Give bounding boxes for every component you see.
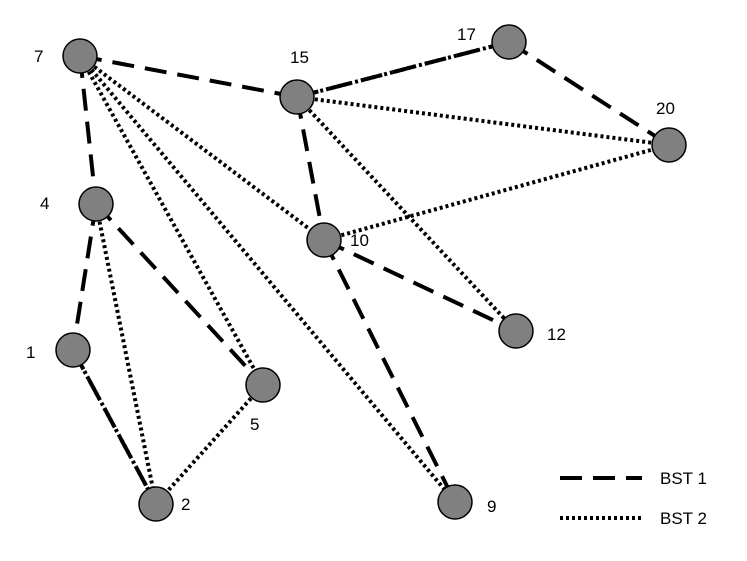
bst1-edges [71, 40, 671, 505]
node-label-7: 7 [34, 47, 43, 66]
bst2-edge-15-12 [295, 95, 518, 333]
node-7 [62, 38, 98, 74]
node-17 [491, 24, 527, 60]
legend-bst2-label: BST 2 [660, 509, 707, 528]
legend-bst1-label: BST 1 [660, 469, 707, 488]
node-5 [245, 367, 281, 403]
bst1-edge-7-4 [78, 55, 98, 205]
node-label-10: 10 [350, 231, 369, 250]
node-label-5: 5 [250, 415, 259, 434]
bst1-edge-10-12 [323, 238, 517, 333]
node-label-20: 20 [656, 99, 675, 118]
node-label-12: 12 [547, 325, 566, 344]
node-15 [279, 79, 315, 115]
node-label-4: 4 [40, 194, 49, 213]
bst1-edge-10-9 [322, 239, 457, 503]
bst1-edge-4-5 [94, 202, 265, 387]
bst2-edge-4-2 [94, 203, 158, 505]
bst2-edge-5-2 [154, 383, 265, 506]
node-12 [498, 313, 534, 349]
node-label-1: 1 [26, 343, 35, 362]
bst2-edges [71, 40, 670, 506]
node-label-17: 17 [457, 25, 476, 44]
node-label-2: 2 [181, 495, 190, 514]
node-20 [651, 127, 687, 163]
bst2-edge-15-20 [296, 95, 670, 147]
node-10 [306, 222, 342, 258]
bst2-edge-7-10 [78, 54, 326, 242]
node-9 [437, 484, 473, 520]
node-4 [78, 186, 114, 222]
node-label-9: 9 [487, 497, 496, 516]
bst1-edge-15-10 [295, 96, 326, 241]
bst2-edge-7-5 [78, 55, 265, 386]
bst2-edge-7-9 [78, 54, 457, 504]
node-label-15: 15 [290, 48, 309, 67]
bst2-edge-15-17 [296, 40, 510, 99]
node-1 [55, 332, 91, 368]
bst1-edge-7-15 [79, 54, 298, 99]
bst2-edge-1-2 [71, 349, 158, 505]
bst2-edge-10-20 [323, 143, 670, 242]
legend: BST 1 BST 2 [560, 469, 707, 528]
bst1-edge-4-1 [71, 203, 98, 351]
bst1-edge-17-20 [507, 40, 671, 147]
node-2 [138, 486, 174, 522]
